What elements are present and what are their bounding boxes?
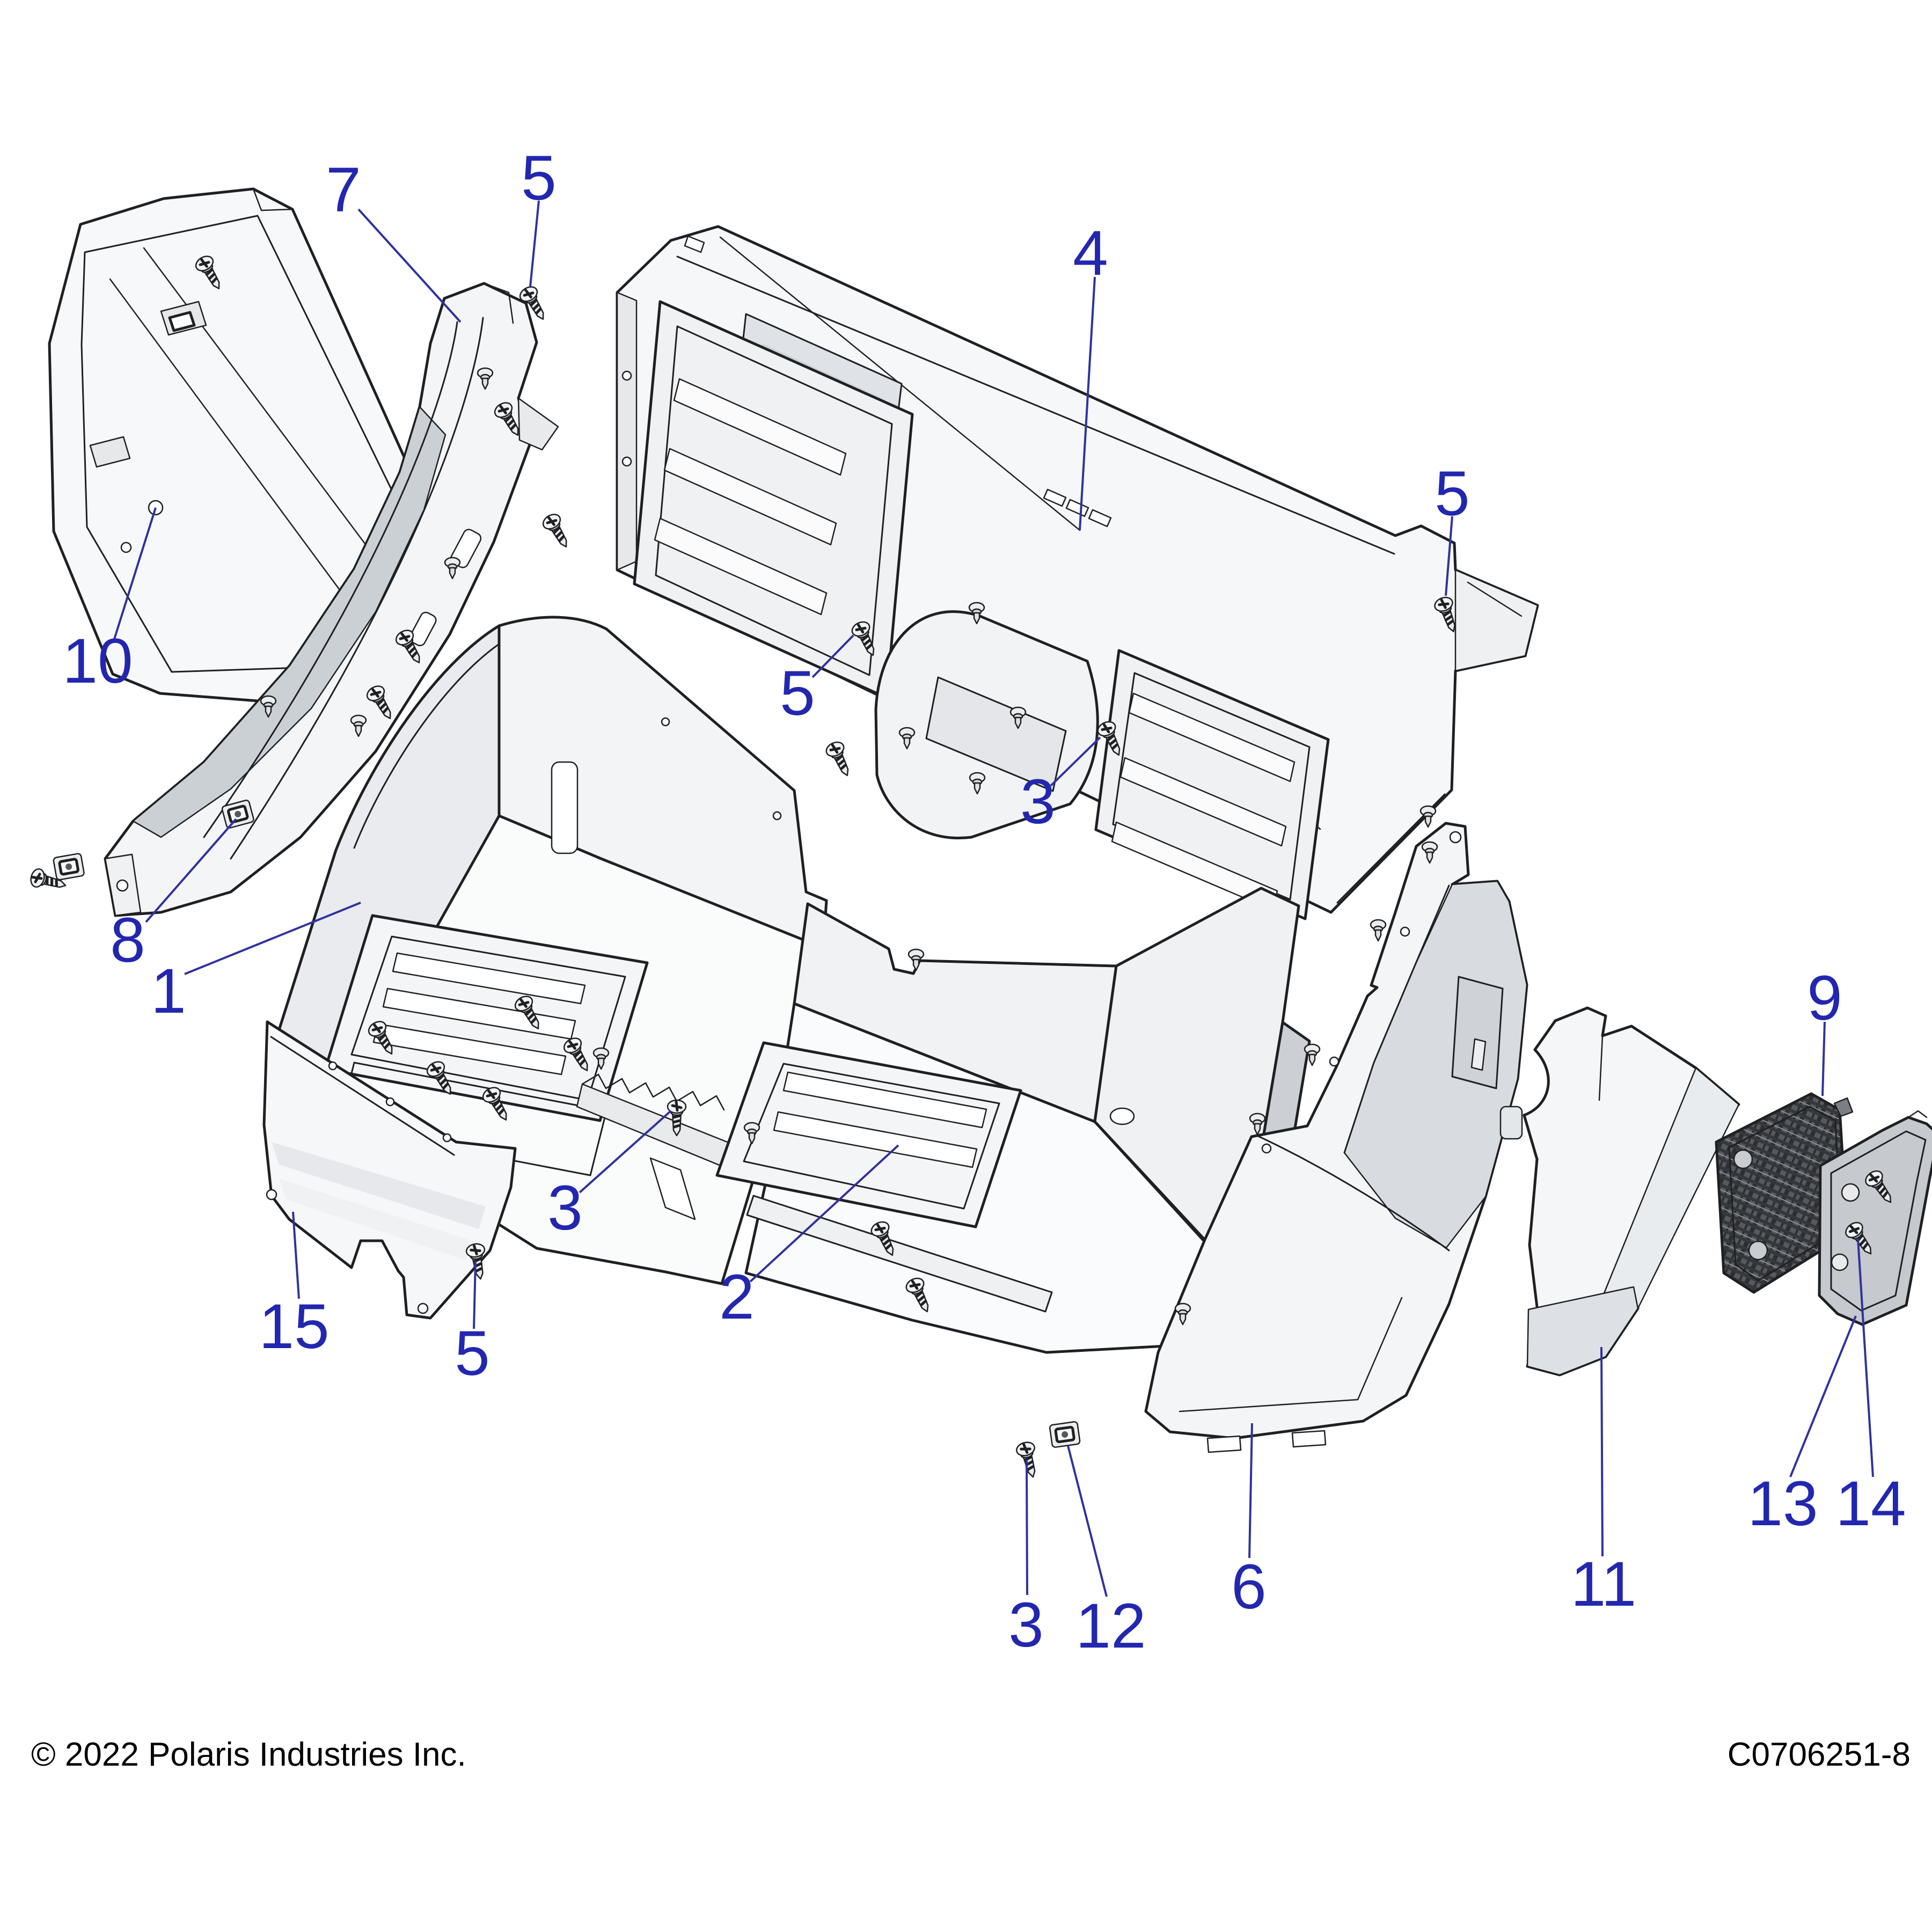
part-7-pillar-trim [104, 282, 559, 917]
copyright-text: © 2022 Polaris Industries Inc. [31, 1736, 466, 1773]
callout-10: 10 [62, 507, 157, 697]
callout-1: 1 [151, 902, 361, 1027]
callout-leader-line [811, 634, 854, 678]
callout-14: 14 [1835, 1238, 1906, 1539]
callout-leader-line [113, 507, 157, 641]
callout-leader-line [1857, 1238, 1874, 1477]
callout-3: 3 [1020, 736, 1101, 837]
callout-leader-line [529, 200, 540, 287]
callout-number: 14 [1835, 1468, 1906, 1539]
callout-7: 7 [326, 155, 462, 323]
callout-leader-line [1050, 736, 1101, 787]
callout-5: 5 [780, 634, 854, 729]
callout-number: 3 [1008, 1590, 1044, 1660]
callout-number: 7 [326, 155, 361, 225]
callout-leader-line [579, 1110, 672, 1194]
callout-number: 2 [719, 1262, 755, 1333]
clip-icon [53, 853, 85, 880]
callout-number: 6 [1231, 1552, 1267, 1622]
callout-number: 12 [1075, 1591, 1146, 1662]
callout-number: 8 [110, 905, 145, 976]
callout-13: 13 [1747, 1315, 1857, 1539]
callout-number: 10 [62, 626, 133, 697]
callout-leader-line [1248, 1423, 1253, 1558]
callout-number: 5 [521, 143, 557, 214]
callout-number: 5 [455, 1318, 490, 1389]
part-15-closeoff-bracket [262, 1020, 517, 1320]
callout-number: 5 [1435, 458, 1470, 529]
callout-leader-line [145, 818, 237, 923]
callout-leader-line [1079, 276, 1096, 531]
callout-leader-line [473, 1261, 477, 1329]
callout-leader-line [1821, 1021, 1826, 1096]
callout-9: 9 [1807, 963, 1842, 1096]
callout-6: 6 [1231, 1423, 1267, 1622]
callout-number: 3 [1020, 766, 1056, 837]
callout-15: 15 [259, 1211, 330, 1362]
callout-3: 3 [1008, 1459, 1044, 1660]
callout-number: 1 [151, 956, 186, 1027]
callout-4: 4 [1073, 218, 1108, 531]
part-6-side-panel-right [1144, 822, 1528, 1453]
callout-3: 3 [547, 1110, 672, 1243]
callout-number: 11 [1571, 1549, 1637, 1620]
callout-8: 8 [110, 818, 237, 976]
callout-leader-line [1445, 516, 1453, 596]
part-13-vent-panel [1818, 1110, 1932, 1326]
callout-number: 5 [780, 658, 815, 729]
callout-5: 5 [1435, 458, 1470, 596]
callout-leader-line [292, 1211, 300, 1299]
callout-leader-line [1067, 1445, 1108, 1597]
diagram-code-text: C0706251-8 [1728, 1736, 1911, 1773]
callout-number: 4 [1073, 218, 1108, 289]
callout-12: 12 [1067, 1445, 1146, 1662]
callout-leader-line [749, 1144, 899, 1283]
callout-5: 5 [521, 143, 557, 287]
callout-number: 13 [1747, 1468, 1818, 1539]
callout-5: 5 [455, 1261, 490, 1389]
callout-leader-line [357, 208, 462, 323]
clip-icon [1049, 1422, 1080, 1448]
callout-number: 3 [547, 1173, 583, 1243]
callout-11: 11 [1571, 1346, 1637, 1620]
callout-2: 2 [719, 1144, 899, 1333]
callout-number: 9 [1807, 963, 1842, 1034]
callout-number: 15 [259, 1291, 329, 1362]
part-4-rear-closeoff-panel [616, 225, 1539, 920]
callout-leader-line [1600, 1346, 1604, 1557]
callout-leader-line [184, 902, 361, 975]
callout-leader-line [1789, 1315, 1857, 1477]
part-11-fender-cover [1523, 1006, 1740, 1377]
